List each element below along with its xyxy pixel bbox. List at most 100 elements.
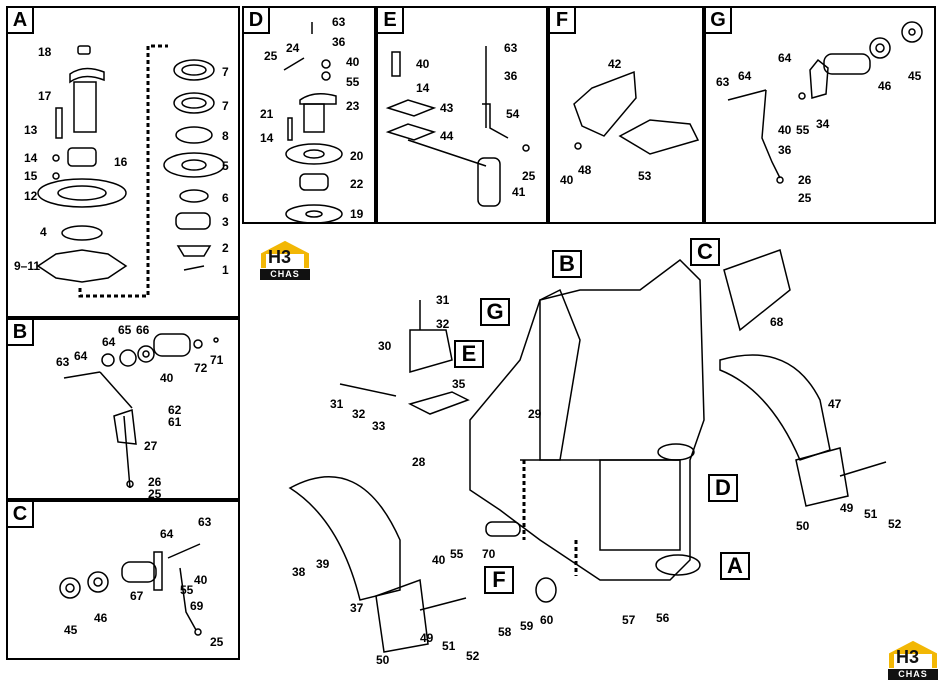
panel-g: G 63 64 64 46 45 40 55 34 36 26 25 <box>704 6 936 224</box>
part-label: 63 <box>332 15 346 29</box>
part-label: 6 <box>222 191 229 205</box>
part-label: 40 <box>560 173 574 187</box>
part-label: 3 <box>222 215 229 229</box>
part-label: 63 <box>504 41 518 55</box>
part-label: 55 <box>450 547 464 561</box>
part-label: 38 <box>292 565 306 579</box>
brand-logo-bottom: H3 CHAS <box>886 640 940 680</box>
part-label: 43 <box>440 101 454 115</box>
part-label: 40 <box>346 55 360 69</box>
part-label: 49 <box>840 501 854 515</box>
part-label: 25 <box>798 191 812 205</box>
panel-c: C 64 63 67 45 46 55 69 40 25 <box>6 500 240 660</box>
panel-a-drawing <box>36 44 225 298</box>
panel-a-letter: A <box>8 8 34 34</box>
part-label: 68 <box>770 315 784 329</box>
part-label: 51 <box>442 639 456 653</box>
part-label: 46 <box>878 79 892 93</box>
part-label: 14 <box>260 131 274 145</box>
part-label: 28 <box>412 455 426 469</box>
part-label: 5 <box>222 159 229 173</box>
part-label: 61 <box>168 415 182 429</box>
part-label: 64 <box>778 51 792 65</box>
part-label: 23 <box>346 99 360 113</box>
part-label: 24 <box>286 41 300 55</box>
house-icon <box>261 240 309 270</box>
panel-b-letter: B <box>8 320 34 346</box>
part-label: 36 <box>778 143 792 157</box>
panel-d-letter: D <box>244 8 270 34</box>
panel-f-drawing <box>573 70 700 155</box>
callout-g: G <box>480 298 510 326</box>
part-label: 64 <box>102 335 116 349</box>
part-label: 32 <box>352 407 366 421</box>
logo-mark: H3 <box>268 247 292 267</box>
part-label: 34 <box>816 117 830 131</box>
part-label: 40 <box>194 573 208 587</box>
part-label: 31 <box>436 293 450 307</box>
part-label: 62 <box>168 403 182 417</box>
part-label: 50 <box>376 653 390 667</box>
callout-d: D <box>708 474 738 502</box>
panel-f: F 42 40 48 53 <box>548 6 704 224</box>
part-label: 50 <box>796 519 810 533</box>
part-label: 55 <box>180 583 194 597</box>
part-label: 25 <box>210 635 224 649</box>
panel-e-letter: E <box>378 8 404 34</box>
part-label: 33 <box>372 419 386 433</box>
part-label: 59 <box>520 619 534 633</box>
part-label: 71 <box>210 353 224 367</box>
part-label: 14 <box>24 151 38 165</box>
callout-e: E <box>454 340 484 368</box>
part-label: 45 <box>64 623 78 637</box>
part-label: 14 <box>416 81 430 95</box>
part-label: 40 <box>416 57 430 71</box>
panel-b-drawing <box>63 333 219 489</box>
part-label: 48 <box>578 163 592 177</box>
part-label: 26 <box>798 173 812 187</box>
part-label: 64 <box>738 69 752 83</box>
part-label: 63 <box>716 75 730 89</box>
part-label: 64 <box>160 527 174 541</box>
part-label: 66 <box>136 323 150 337</box>
part-label: 25 <box>264 49 278 63</box>
part-label: 36 <box>332 35 346 49</box>
panel-d: D 63 36 25 24 40 55 23 21 14 20 22 19 <box>242 6 376 224</box>
part-label: 46 <box>94 611 108 625</box>
part-label: 56 <box>656 611 670 625</box>
part-label: 64 <box>74 349 88 363</box>
part-label: 42 <box>608 57 622 71</box>
panel-c-drawing <box>59 543 202 636</box>
part-label: 30 <box>378 339 392 353</box>
part-label: 58 <box>498 625 512 639</box>
part-label: 16 <box>114 155 128 169</box>
panel-e: E 40 14 43 44 63 36 54 25 41 <box>376 6 548 224</box>
part-label: 40 <box>432 553 446 567</box>
part-label: 29 <box>528 407 542 421</box>
panel-d-drawing <box>283 22 343 224</box>
part-label: 72 <box>194 361 208 375</box>
part-label: 2 <box>222 241 229 255</box>
part-label: 57 <box>622 613 636 627</box>
part-label: 47 <box>828 397 842 411</box>
part-label: 4 <box>40 225 47 239</box>
part-label: 17 <box>38 89 52 103</box>
part-label: 41 <box>512 185 526 199</box>
part-label: 27 <box>144 439 158 453</box>
part-label: 60 <box>540 613 554 627</box>
logo-mark: H3 <box>896 647 920 667</box>
part-label: 13 <box>24 123 38 137</box>
part-label: 9–11 <box>14 259 41 273</box>
part-label: 44 <box>440 129 454 143</box>
callout-a: A <box>720 552 750 580</box>
part-label: 63 <box>198 515 212 529</box>
callout-f: F <box>484 566 514 594</box>
panel-c-letter: C <box>8 502 34 528</box>
callout-c: C <box>690 238 720 266</box>
part-label: 55 <box>796 123 810 137</box>
part-label: 69 <box>190 599 204 613</box>
part-label: 1 <box>222 263 229 277</box>
part-label: 21 <box>260 107 274 121</box>
part-label: 45 <box>908 69 922 83</box>
